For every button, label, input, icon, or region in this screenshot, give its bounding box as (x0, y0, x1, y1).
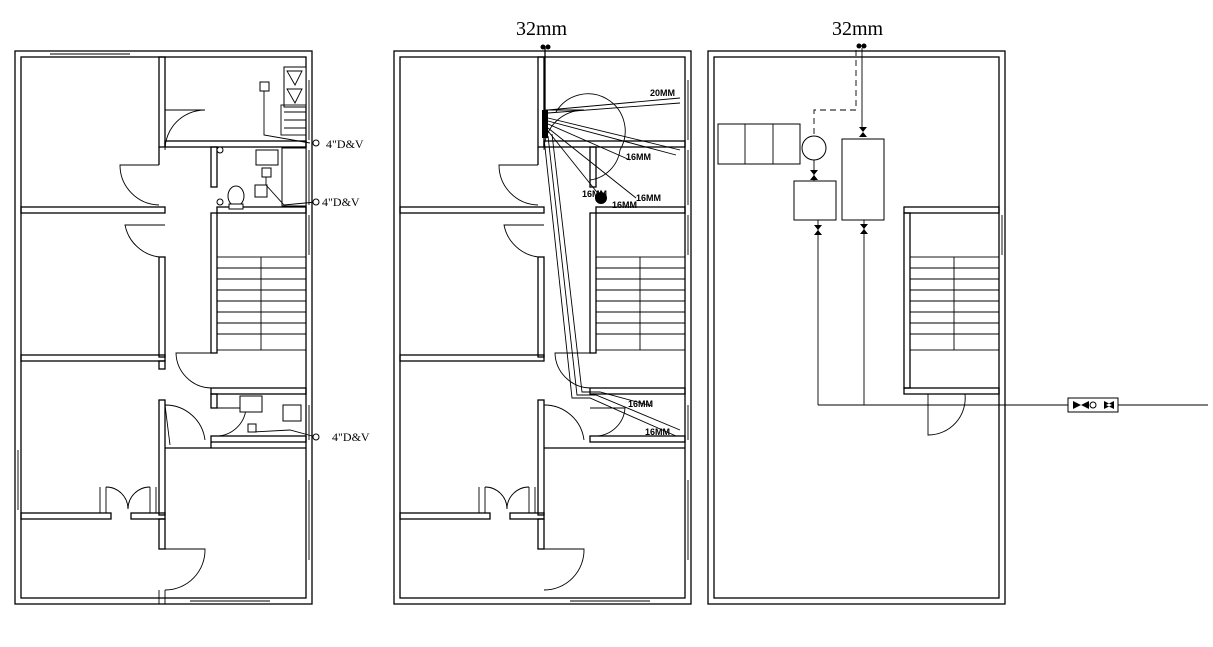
distribution-plan-stairs (595, 256, 686, 351)
valve-icon (814, 225, 822, 235)
pipe-label: 16MM (582, 189, 607, 199)
pipe-label: 16MM (612, 200, 637, 210)
drainage-plan-doors (105, 109, 247, 591)
drainage-plan: 4"D&V 4"D&V 4"D&V (14, 50, 370, 605)
supply-plan: 32mm (707, 18, 1208, 605)
drainage-plan-fixtures (216, 66, 307, 433)
pipe-label: 20MM (650, 88, 675, 98)
drainage-plan-stairs (216, 256, 307, 351)
pipe-label: 16MM (645, 427, 670, 437)
pipe-label: 16MM (628, 399, 653, 409)
fixture-point (595, 192, 607, 204)
valve-icon (860, 224, 868, 234)
drain-outlet-3 (312, 433, 320, 441)
pipe-label: 16MM (626, 152, 651, 162)
storage-tank-2 (841, 138, 885, 221)
water-heater-tank (717, 123, 801, 165)
valve-icon (859, 127, 867, 137)
riser-node (545, 44, 551, 50)
drain-outlet-2 (312, 198, 320, 206)
pump-icon (801, 135, 827, 161)
pipe-label: 16MM (636, 193, 661, 203)
distribution-main-size: 32mm (516, 18, 568, 40)
distribution-plan: 32mm 20MM 16MM 16MM 16MM 16MM 16MM 16MM (393, 18, 692, 605)
distribution-pipes (540, 44, 681, 437)
drainage-label-1: 4"D&V (326, 137, 364, 151)
supply-equipment (717, 123, 885, 221)
distribution-labels: 32mm 20MM 16MM 16MM 16MM 16MM 16MM 16MM (516, 18, 675, 437)
drainage-label-3: 4"D&V (332, 430, 370, 444)
storage-tank-1 (793, 180, 837, 221)
drainage-plan-walls (14, 50, 313, 605)
supply-main-size: 32mm (832, 18, 884, 40)
supply-pipes (810, 43, 1208, 413)
drainage-label-2: 4"D&V (322, 195, 360, 209)
drainage-plan-pipes (251, 91, 320, 441)
riser-node (540, 44, 546, 50)
valve-icon (810, 170, 818, 180)
supply-plan-stairs (909, 256, 1000, 436)
drain-outlet-1 (312, 139, 320, 147)
manifold (542, 110, 548, 138)
